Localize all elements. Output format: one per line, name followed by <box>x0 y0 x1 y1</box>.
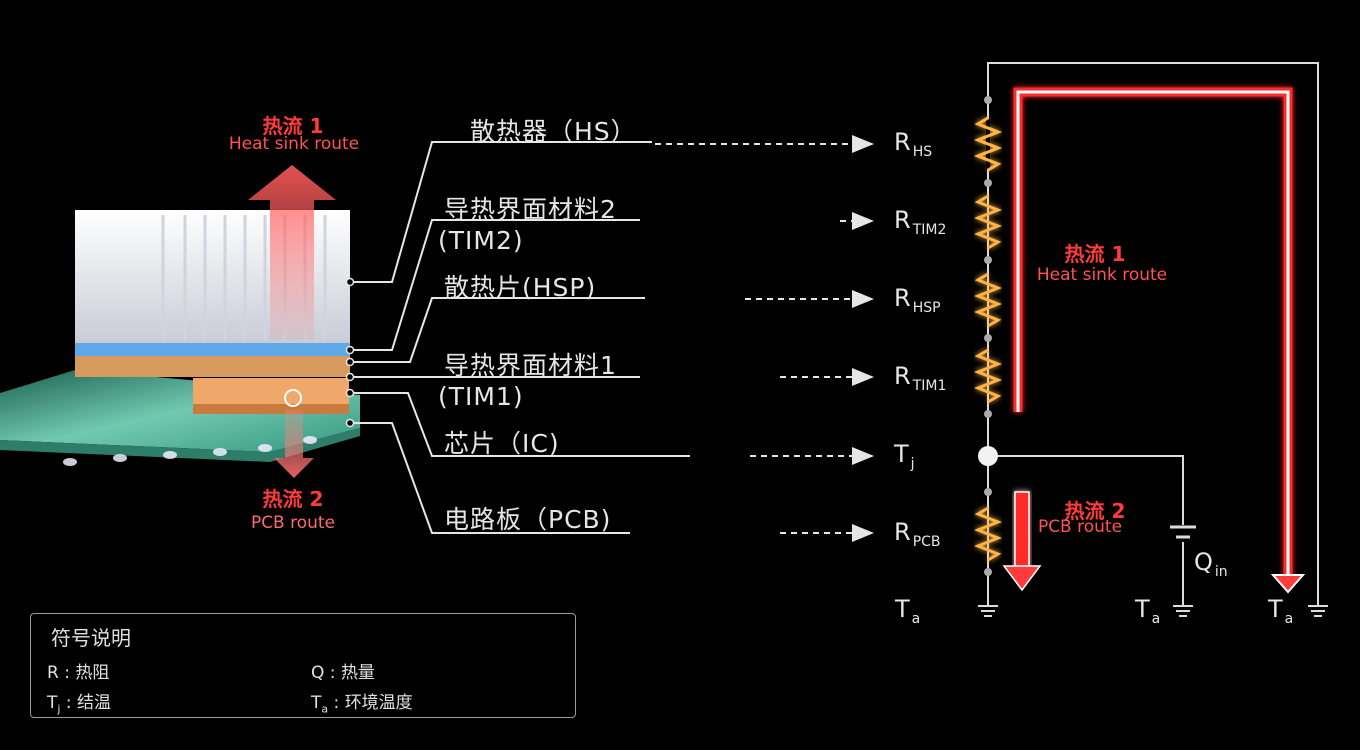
layer-label-ic: 芯片（IC) <box>444 429 560 458</box>
legend-box: 符号说明 R : 热阻 Q : 热量 Tj : 结温 Ta : 环境温度 <box>30 613 576 718</box>
circuit-flow-1-path <box>1013 87 1306 594</box>
legend-item-r: R : 热阻 <box>47 663 110 683</box>
layer-label-hsp: 散热片(HSP) <box>444 273 597 302</box>
left-flow1-subtitle: Heat sink route <box>228 134 360 154</box>
hsp-layer <box>75 342 350 377</box>
circuit-flow2-subtitle: PCB route <box>1037 517 1123 537</box>
heat-flow-1-arrow <box>248 165 336 340</box>
resistor-redraw <box>973 116 1003 172</box>
left-flow2-title: 热流 2 <box>262 487 324 511</box>
qin-source <box>1170 525 1196 539</box>
circuit-nodes <box>984 96 992 576</box>
layer-label-tim1-abbr: (TIM1) <box>438 382 524 411</box>
left-flow2-subtitle: PCB route <box>250 513 336 533</box>
leader-dots <box>345 277 355 428</box>
ic-chip <box>193 378 349 414</box>
legend-item-tj: Tj : 结温 <box>47 693 111 716</box>
circuit-flow1-title: 热流 1 <box>1064 242 1126 266</box>
legend-title: 符号说明 <box>51 626 131 650</box>
layer-label-hs: 散热器（HS） <box>470 117 637 146</box>
layer-label-tim2: 导热界面材料2 <box>444 195 617 224</box>
legend-item-ta: Ta : 环境温度 <box>311 693 413 716</box>
arrow-heads <box>852 135 874 542</box>
dashed-arrows <box>655 143 852 534</box>
circuit-flow-2-path <box>1002 491 1042 592</box>
tj-node <box>978 446 998 466</box>
legend-item-q: Q : 热量 <box>311 663 375 683</box>
leader-lines <box>350 141 690 534</box>
layer-label-tim1: 导热界面材料1 <box>444 351 617 380</box>
layer-label-tim2-abbr: (TIM2) <box>438 226 524 255</box>
ground-symbols <box>978 605 1328 617</box>
circuit-flow2-title: 热流 2 <box>1064 499 1126 523</box>
left-flow1-title: 热流 1 <box>262 114 324 138</box>
layer-label-pcb: 电路板（PCB) <box>444 505 612 534</box>
circuit-flow1-subtitle: Heat sink route <box>1036 265 1168 285</box>
heat-flow-2-arrow <box>274 410 314 478</box>
